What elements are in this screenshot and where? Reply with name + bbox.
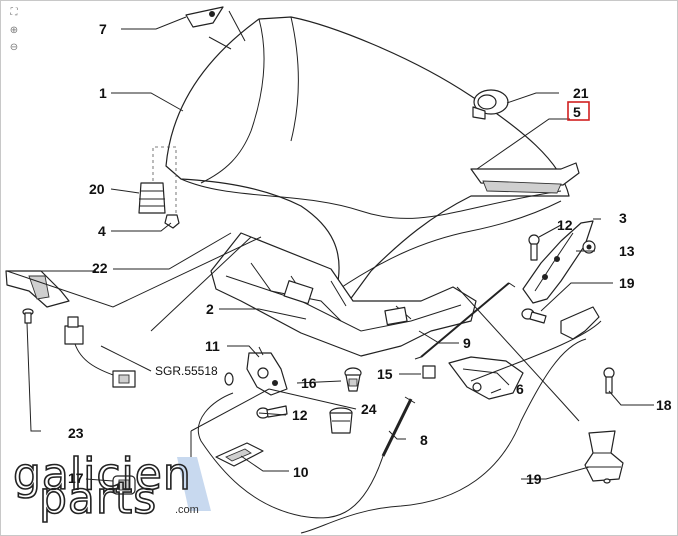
callout-19[interactable]: 19 (619, 275, 635, 291)
callout-6[interactable]: 6 (516, 381, 524, 397)
callout-17[interactable]: 17 (68, 470, 84, 486)
lever-on-cable[interactable] (560, 306, 600, 340)
callout-9[interactable]: 9 (463, 335, 471, 351)
small-clip-near-lock[interactable] (224, 372, 234, 386)
callout-5[interactable]: 5 (573, 104, 581, 120)
plug-16[interactable] (344, 367, 362, 392)
rubber-stop-14[interactable] (138, 182, 166, 214)
callout-22[interactable]: 22 (92, 260, 108, 276)
bolt-19[interactable] (521, 308, 547, 324)
callout-labels: 7 1 20 4 22 2 11 SGR.55518 16 12 24 15 9… (68, 21, 672, 487)
grommet-17[interactable] (112, 475, 136, 495)
bolt-18[interactable] (603, 367, 615, 394)
front-trim-strip[interactable] (470, 162, 580, 194)
callout-11[interactable]: 11 (205, 338, 220, 354)
leader-lines (6, 16, 654, 491)
bolt-12-upper[interactable] (528, 234, 540, 261)
callout-18[interactable]: 18 (656, 397, 672, 413)
fit-screen-icon[interactable]: ⛶ (10, 7, 18, 18)
screw-23[interactable] (22, 308, 34, 324)
push-clip-21[interactable] (472, 89, 509, 120)
reference-code[interactable]: SGR.55518 (155, 364, 218, 378)
bolt-12-lower[interactable] (256, 405, 288, 419)
callout-10[interactable]: 10 (293, 464, 309, 480)
callout-24[interactable]: 24 (361, 401, 377, 417)
watermark-logo: galicien parts .com (12, 448, 211, 525)
watermark-line2: parts (39, 473, 157, 524)
release-handle-10[interactable] (215, 442, 264, 467)
hood-switch-connector[interactable] (64, 316, 136, 388)
highlight-box-5 (567, 101, 590, 121)
release-cable-8[interactable] (197, 320, 602, 534)
callout-1[interactable]: 1 (99, 85, 107, 101)
watermark-line1: galicien (13, 449, 192, 500)
bracket-22[interactable] (5, 270, 70, 308)
callout-7[interactable]: 7 (99, 21, 107, 37)
hood-lock-11[interactable] (246, 346, 288, 396)
callout-15[interactable]: 15 (377, 366, 393, 382)
zoom-in-icon[interactable]: ⊕ (9, 25, 19, 36)
clip-15[interactable] (422, 365, 436, 379)
nut-13[interactable] (582, 240, 596, 254)
callout-8[interactable]: 8 (420, 432, 428, 448)
callout-13[interactable]: 13 (619, 243, 635, 259)
callout-14[interactable]: 20 (89, 181, 105, 197)
buffer-24[interactable] (329, 407, 353, 434)
watermark-domain: .com (175, 504, 199, 516)
callout-16[interactable]: 16 (301, 375, 317, 391)
hood-panel[interactable] (165, 10, 570, 302)
zoom-out-icon[interactable]: ⊖ (9, 42, 19, 53)
bracket-7[interactable] (185, 6, 224, 28)
callout-4[interactable]: 4 (98, 223, 106, 239)
bracket-6[interactable] (448, 356, 524, 400)
callout-23[interactable]: 23 (68, 425, 84, 441)
callout-2[interactable]: 2 (206, 301, 214, 317)
hinge-3[interactable] (522, 220, 594, 304)
cap-20[interactable] (584, 430, 624, 484)
callout-12-upper[interactable]: 12 (557, 217, 573, 233)
callout-12-lower[interactable]: 12 (292, 407, 308, 423)
callout-3[interactable]: 3 (619, 210, 627, 226)
callout-21[interactable]: 21 (573, 85, 589, 101)
support-rod-9[interactable] (414, 282, 516, 360)
hood-inner-frame[interactable] (210, 232, 477, 357)
callout-20[interactable]: 19 (526, 471, 542, 487)
